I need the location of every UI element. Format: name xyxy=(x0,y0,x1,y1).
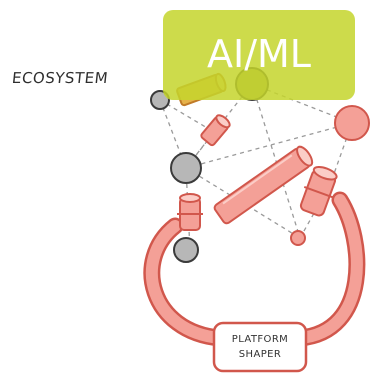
platform-label-line1: PLATFORM xyxy=(231,334,289,345)
node-right-pink xyxy=(334,105,370,141)
platform-shaper-label: PLATFORM SHAPER xyxy=(214,332,306,362)
ai-ml-badge: AI/ML xyxy=(163,10,355,100)
platform-label-line2: SHAPER xyxy=(238,349,282,360)
node-bottom-left xyxy=(173,237,199,263)
badge-label: AI/ML xyxy=(207,32,311,76)
platform-box xyxy=(212,321,308,373)
platform-ring xyxy=(143,191,366,347)
small-pipe xyxy=(200,114,231,147)
ecosystem-label: ECOSYSTEM xyxy=(11,69,109,87)
left-pipe-coupler xyxy=(177,193,203,231)
node-small-pink xyxy=(290,230,306,246)
long-pipe xyxy=(213,145,314,225)
right-pipe-coupler xyxy=(299,166,338,217)
node-mid-left xyxy=(170,152,202,184)
